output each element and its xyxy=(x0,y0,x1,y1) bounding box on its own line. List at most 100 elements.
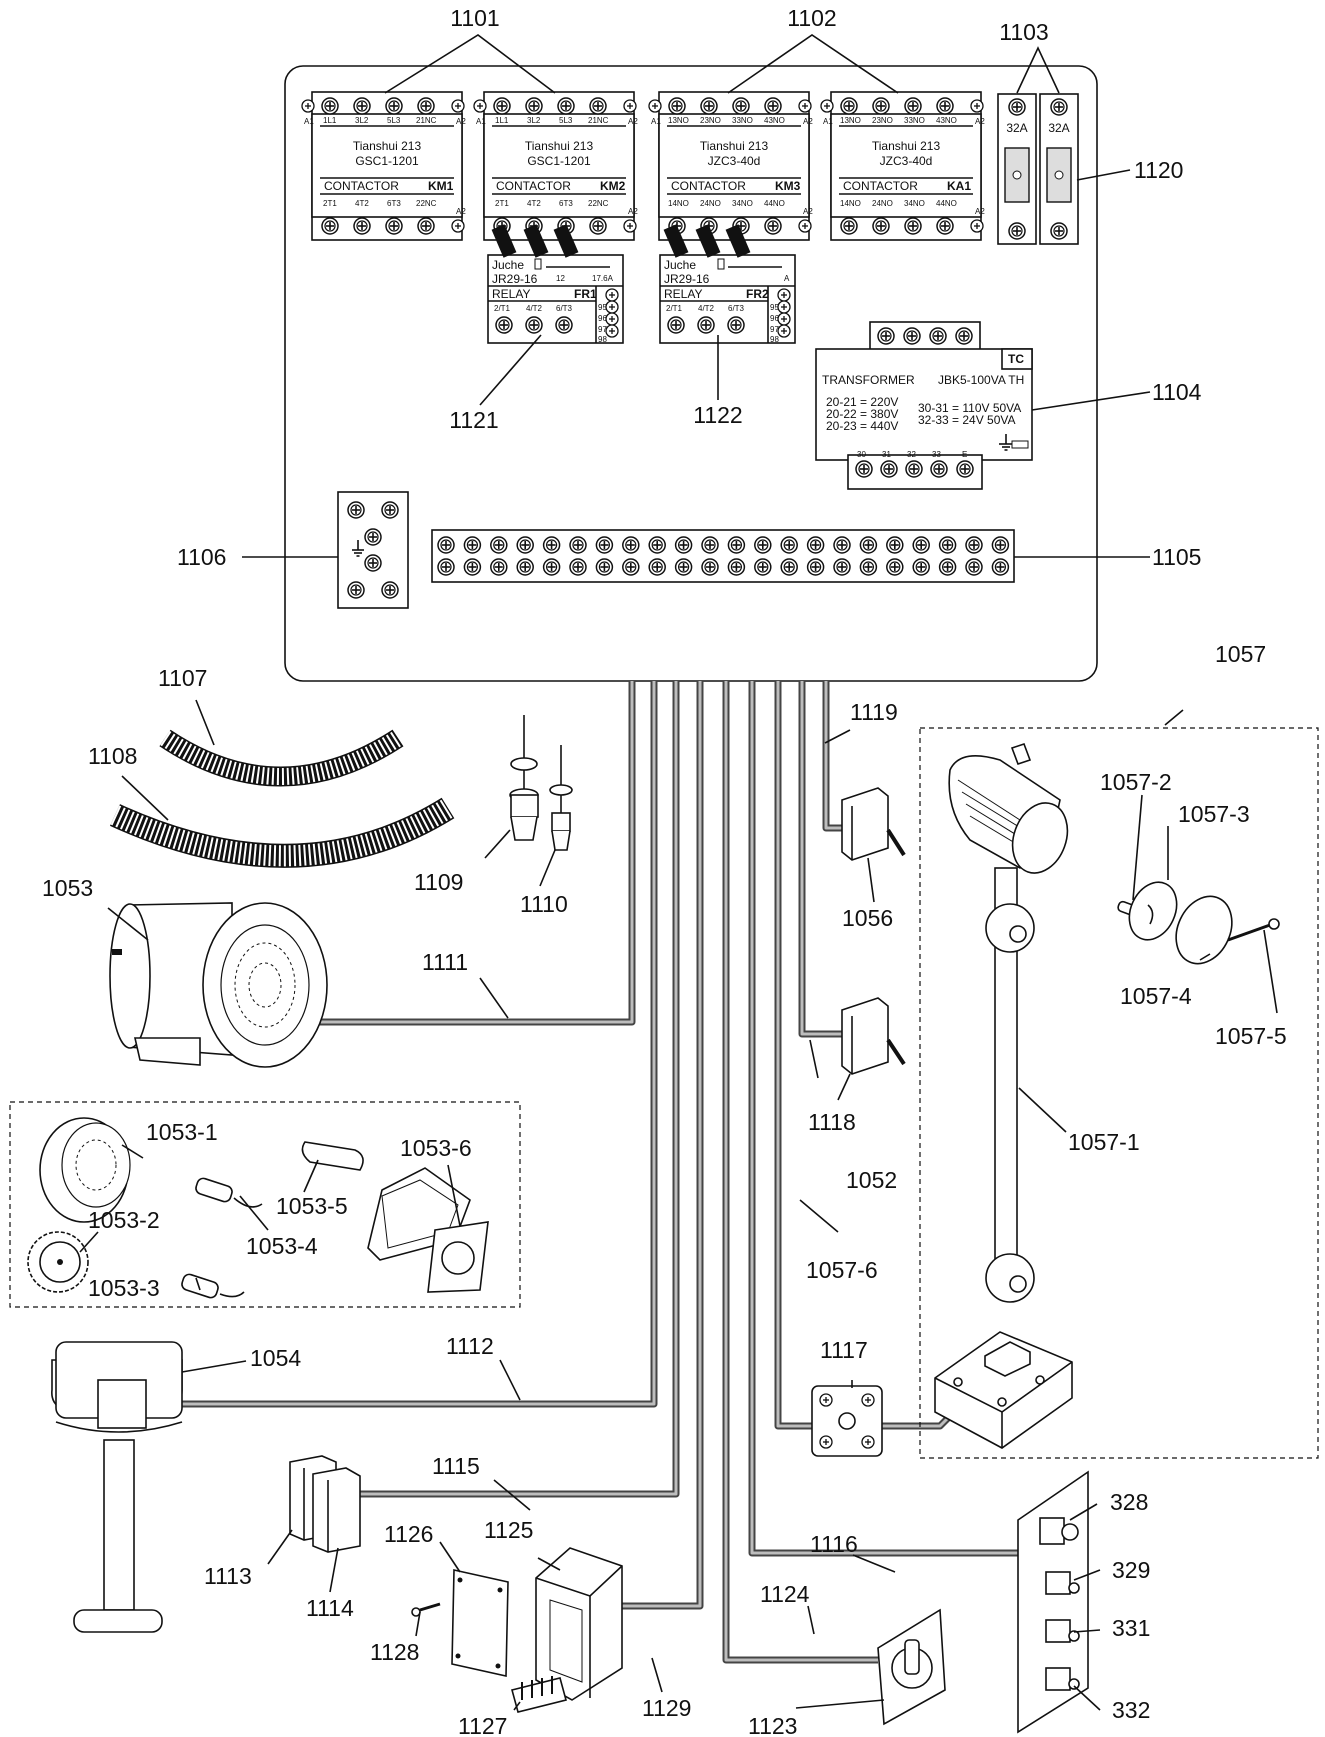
terminal-screw xyxy=(489,558,508,576)
ground-icon xyxy=(999,434,1029,451)
contactor-type: CONTACTOR xyxy=(843,179,918,193)
terminal-screw xyxy=(542,558,561,576)
leader-lines xyxy=(79,34,1278,1711)
callout-1121: 1121 xyxy=(449,407,498,433)
contactor-km1: A1 A2 A2 1L1 3L2 5L3 21NC Tianshui 213 G… xyxy=(301,91,466,241)
relay-terminal: 4/T2 xyxy=(698,304,715,313)
terminal-screw xyxy=(965,558,983,576)
terminal-screw xyxy=(437,536,455,554)
callout-1116: 1116 xyxy=(810,1531,858,1557)
relay-terminal: 6/T3 xyxy=(556,304,573,313)
cable-1124 xyxy=(724,681,878,1662)
primary-tap: 20-21 = 220V xyxy=(826,395,898,409)
terminal-screw xyxy=(542,536,561,554)
terminal-label: 22NC xyxy=(588,199,609,208)
work-lamp-group xyxy=(919,727,1319,1459)
callout-1115: 1115 xyxy=(432,1453,480,1479)
terminal-screw xyxy=(885,558,904,576)
circuit-breaker-2: 32A xyxy=(1039,93,1079,245)
terminal-screw xyxy=(701,536,719,554)
cable-1057-6 xyxy=(776,681,812,1428)
terminal-screw xyxy=(701,558,719,576)
callout-1102: 1102 xyxy=(787,5,836,31)
terminal-screw xyxy=(991,558,1010,576)
terminal-screw xyxy=(463,558,482,576)
terminal-label: 23NO xyxy=(700,116,721,125)
screw-1057-5 xyxy=(1227,918,1280,942)
terminal-label: 22NC xyxy=(416,199,437,208)
terminal-screw xyxy=(489,536,508,554)
cable-1118 xyxy=(798,681,842,1038)
terminal-screw xyxy=(727,536,746,554)
callout-1106: 1106 xyxy=(177,544,226,570)
contactor-brand: Tianshui 213 xyxy=(700,139,769,153)
callout-1108: 1108 xyxy=(88,743,137,769)
breaker-rating: 32A xyxy=(1048,121,1069,135)
limit-switch-1056 xyxy=(841,787,906,861)
aux-terminal: 98 xyxy=(598,335,607,344)
terminal-strip xyxy=(431,529,1015,583)
contactor-model: GSC1-1201 xyxy=(527,154,591,168)
terminal-screw xyxy=(595,558,614,576)
terminal-label: 24NO xyxy=(700,199,721,208)
callout-1118: 1118 xyxy=(808,1109,856,1135)
terminal-screw xyxy=(674,558,693,576)
transformer-terminal: 32 xyxy=(907,450,916,459)
aux-terminal: 97 xyxy=(770,325,779,334)
callout-1125: 1125 xyxy=(484,1517,533,1543)
screw-1128 xyxy=(411,1602,441,1617)
callout-1113: 1113 xyxy=(204,1563,252,1589)
terminal-screw xyxy=(753,536,772,554)
contactor-model: JZC3-40d xyxy=(708,154,761,168)
transformer-model: JBK5-100VA TH xyxy=(938,373,1024,387)
terminal-label: 14NO xyxy=(840,199,861,208)
callout-1129: 1129 xyxy=(642,1695,691,1721)
contactor-tag: KM2 xyxy=(600,179,626,193)
relay-max-current: A xyxy=(784,274,790,283)
terminal-screw xyxy=(621,558,640,576)
coil-mark-a1: A1 xyxy=(651,117,661,126)
contactor-type: CONTACTOR xyxy=(324,179,399,193)
terminal-screw xyxy=(437,558,455,576)
terminal-label: 14NO xyxy=(668,199,689,208)
brush-1053-4 xyxy=(195,1177,263,1208)
callout-1057-1: 1057-1 xyxy=(1068,1129,1140,1155)
callout-329: 329 xyxy=(1112,1557,1150,1583)
callout-1053-1: 1053-1 xyxy=(146,1119,218,1145)
callout-1054: 1054 xyxy=(250,1345,301,1371)
transformer-tag: TC xyxy=(1008,352,1024,366)
terminal-screw xyxy=(938,536,957,554)
transformer-terminal: 31 xyxy=(882,450,891,459)
aux-terminal: 96 xyxy=(770,314,779,323)
relay-brand: Juche xyxy=(492,258,524,272)
cable-1116 xyxy=(750,681,1018,1555)
terminal-label: 5L3 xyxy=(387,116,401,125)
terminal-label: 34NO xyxy=(904,199,925,208)
callout-1104: 1104 xyxy=(1152,379,1202,405)
terminal-screw xyxy=(727,558,746,576)
ground-terminal-block xyxy=(337,491,409,609)
relay-terminal: 4/T2 xyxy=(526,304,543,313)
terminal-label: 44NO xyxy=(936,199,957,208)
terminal-label: 44NO xyxy=(764,199,785,208)
terminal-label: 23NO xyxy=(872,116,893,125)
terminal-screw xyxy=(885,536,904,554)
circuit-breaker-1: 32A xyxy=(997,93,1037,245)
contactor-tag: KA1 xyxy=(947,179,971,193)
callout-332: 332 xyxy=(1112,1697,1150,1723)
callout-1101: 1101 xyxy=(450,5,499,31)
terminal-label: 1L1 xyxy=(495,116,509,125)
terminal-screw xyxy=(648,536,667,554)
callout-1124: 1124 xyxy=(760,1581,810,1607)
pump-1054 xyxy=(51,1341,183,1633)
terminal-screw xyxy=(938,558,957,576)
contactor-tag: KM3 xyxy=(775,179,801,193)
terminal-screw xyxy=(991,536,1010,554)
terminal-label: 24NO xyxy=(872,199,893,208)
cable-1112 xyxy=(182,681,656,1406)
contactor-km3: A1 A2 A2 13NO 23NO 33NO 43NO Tianshui 21… xyxy=(648,91,813,241)
contactor-type: CONTACTOR xyxy=(671,179,746,193)
capacitor-1053-5 xyxy=(301,1141,364,1171)
lens-1057-4 xyxy=(1175,895,1233,965)
